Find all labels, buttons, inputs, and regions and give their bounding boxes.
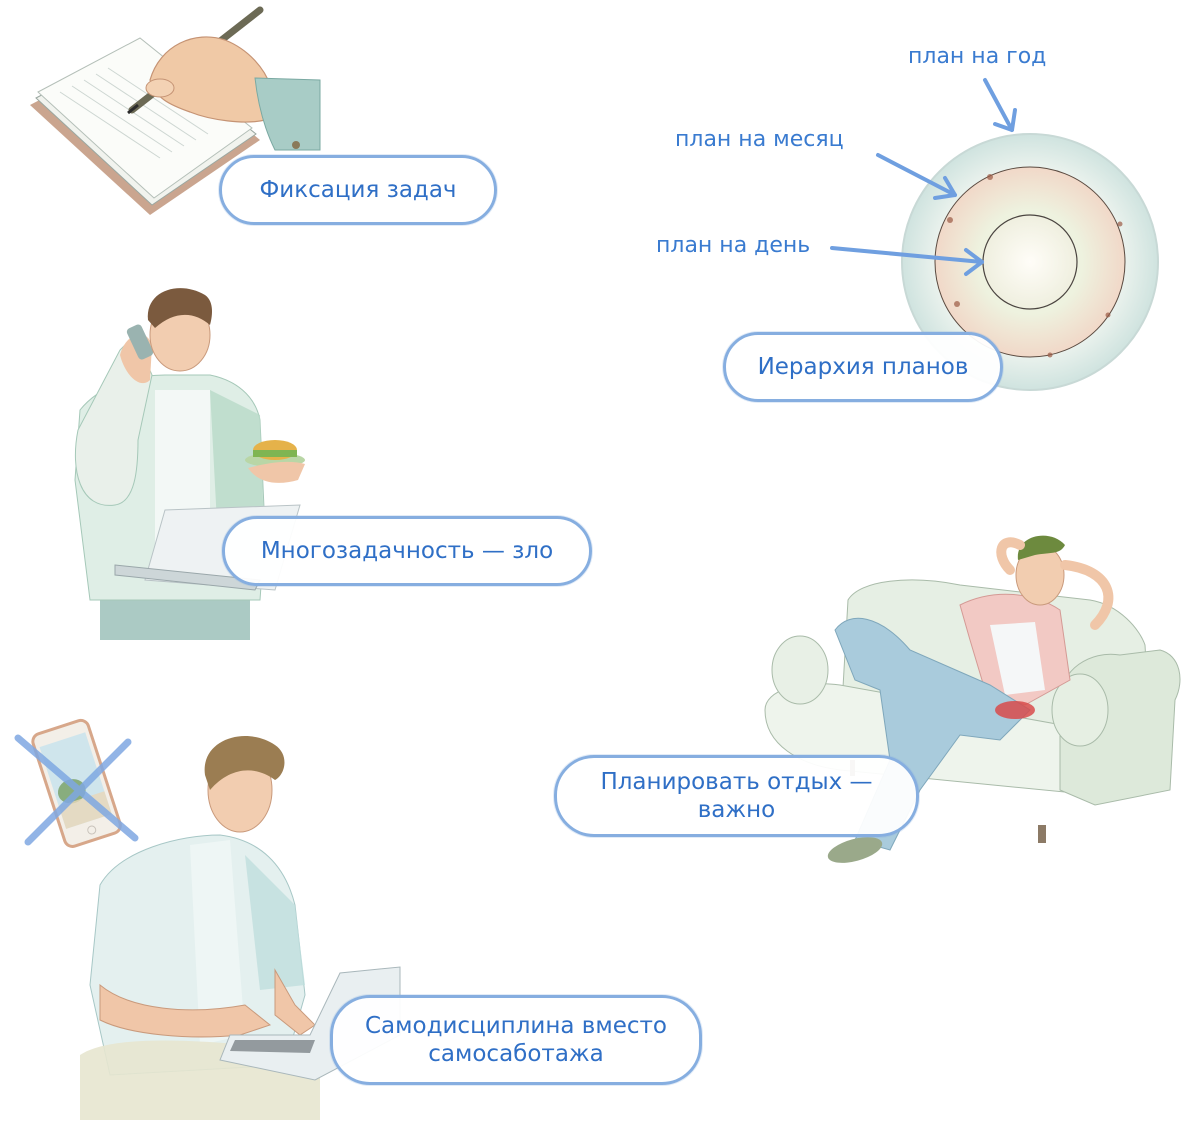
label-plan-rest-line1: Планировать отдых —	[600, 769, 873, 795]
typing-man-illustration	[80, 736, 401, 1120]
notebook-hand-illustration	[30, 6, 321, 215]
arrow-icon-year	[983, 78, 1017, 132]
label-plan-rest: Планировать отдых — важно	[554, 755, 919, 837]
label-plan-rest-line2: важно	[697, 797, 776, 823]
label-self-discipline-line2: самосаботажа	[428, 1041, 604, 1067]
callout-month-plan: план на месяц	[675, 127, 844, 152]
multitasking-man-illustration	[74, 288, 305, 640]
arrow-icon-month	[876, 153, 957, 200]
cross-mark-icon	[14, 734, 139, 846]
label-task-fixation-text: Фиксация задач	[259, 177, 457, 203]
label-task-fixation: Фиксация задач	[219, 155, 497, 225]
label-self-discipline: Самодисциплина вместо самосаботажа	[330, 995, 702, 1085]
arrow-icon-day	[830, 246, 984, 276]
plan-rings-illustration	[830, 78, 1159, 391]
label-plan-hierarchy-text: Иерархия планов	[757, 354, 969, 380]
callout-day-plan: план на день	[656, 233, 811, 258]
label-multitasking: Многозадачность — зло	[222, 516, 592, 586]
crossed-out-phone-illustration	[14, 718, 139, 848]
label-plan-hierarchy: Иерархия планов	[723, 332, 1003, 402]
label-self-discipline-line1: Самодисциплина вместо	[365, 1013, 667, 1039]
label-multitasking-text: Многозадачность — зло	[260, 538, 554, 564]
callout-year-plan: план на год	[908, 44, 1047, 69]
day-plan-ring	[982, 214, 1078, 310]
